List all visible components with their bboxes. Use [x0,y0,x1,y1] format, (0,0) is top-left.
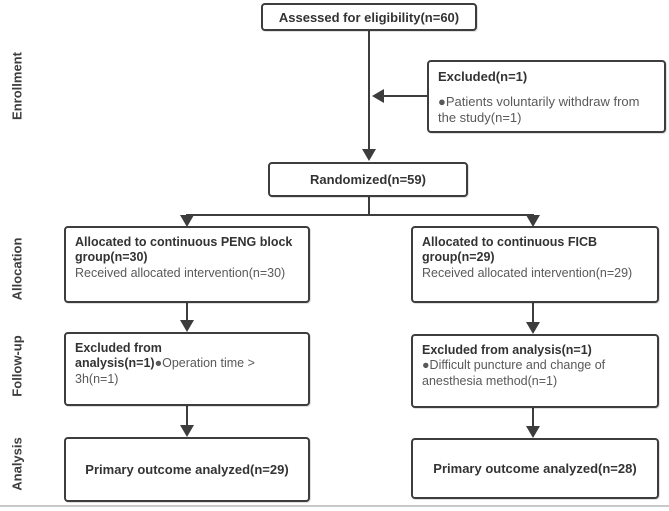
connector-followupright-to-analysis-line [532,408,534,427]
flow-box-outcome-ficb: Primary outcome analyzed(n=28) [411,438,659,499]
connector-randomized-stub-line [368,196,370,216]
flow-box-excluded-followup-ficb-title: Excluded from analysis(n=1) [422,343,592,357]
connector-excluded-line [384,95,427,97]
flow-box-excluded-enrollment-body: ●Patients voluntarily withdraw from the … [438,93,640,125]
connector-branch-line [186,214,534,216]
stage-label-followup: Follow-up [9,335,25,397]
connector-followupleft-to-analysis-line [186,406,188,426]
connector-allocright-to-followup-line [532,303,534,323]
figure-bottom-rule [0,505,669,507]
connector-assessed-to-randomized-arrowhead [362,149,376,161]
flow-box-allocated-peng-title: Allocated to continuous PENG block group… [75,235,293,265]
connector-assessed-to-randomized-line [368,30,370,149]
flow-box-allocated-peng-body: Received allocated intervention(n=30) [75,265,286,280]
flow-box-excluded-followup-ficb-body: ●Difficult puncture and change of anesth… [422,358,606,388]
flow-box-randomized-label: Randomized(n=59) [310,172,426,187]
flow-box-assessed-eligibility-label: Assessed for eligibility(n=60) [278,9,460,25]
connector-excluded-arrowhead [372,89,384,103]
flow-box-assessed-eligibility: Assessed for eligibility(n=60) [261,3,477,31]
stage-label-enrollment: Enrollment [9,52,25,120]
connector-followupleft-to-analysis-arrowhead [180,425,194,437]
flow-box-outcome-peng: Primary outcome analyzed(n=29) [64,437,310,502]
flow-box-excluded-followup-peng-title: Excluded from analysis(n=1) [75,341,162,371]
flow-box-excluded-followup-peng-body: ●Operation time > 3h(n=1) [75,356,255,386]
flow-box-allocated-peng: Allocated to continuous PENG block group… [64,226,310,303]
flow-box-allocated-ficb-title: Allocated to continuous FICB group(n=29) [422,235,597,265]
flow-box-allocated-ficb: Allocated to continuous FICB group(n=29)… [411,226,659,303]
flow-box-randomized: Randomized(n=59) [268,162,468,197]
flow-box-outcome-peng-label: Primary outcome analyzed(n=29) [85,462,289,477]
connector-allocleft-to-followup-line [186,303,188,322]
stage-label-allocation: Allocation [9,237,25,301]
connector-allocleft-to-followup-arrowhead [180,320,194,332]
connector-allocright-to-followup-arrowhead [526,322,540,334]
flow-box-allocated-ficb-body: Received allocated intervention(n=29) [422,265,633,280]
flow-box-excluded-followup-peng: Excluded from analysis(n=1)●Operation ti… [64,332,310,406]
connector-branch-right-arrowhead [526,215,540,227]
connector-branch-left-arrowhead [180,215,194,227]
connector-followupright-to-analysis-arrowhead [526,426,540,438]
flow-box-excluded-followup-ficb: Excluded from analysis(n=1) ●Difficult p… [411,334,659,408]
stage-label-analysis: Analysis [9,437,25,491]
flow-box-excluded-enrollment-title: Excluded(n=1) [438,69,528,84]
flow-box-outcome-ficb-label: Primary outcome analyzed(n=28) [433,461,637,476]
flow-box-excluded-enrollment: Excluded(n=1) ●Patients voluntarily with… [427,60,666,133]
